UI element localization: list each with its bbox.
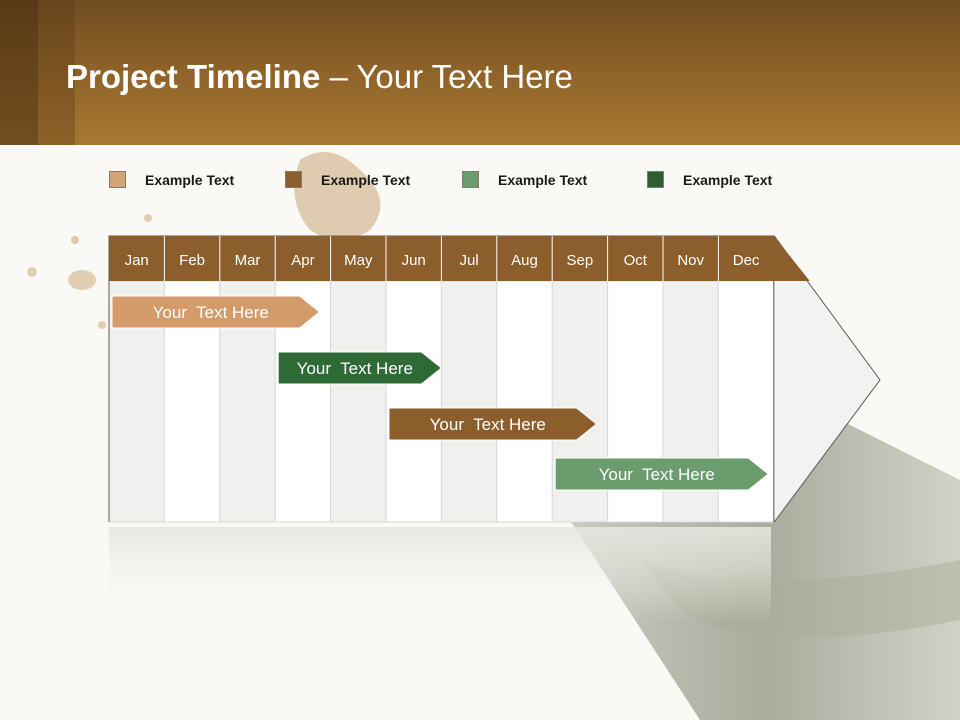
month-label: Nov xyxy=(677,252,704,269)
month-label: Oct xyxy=(624,252,648,269)
month-label: Dec xyxy=(733,252,760,269)
month-header-band xyxy=(109,236,810,281)
timeline-bar-label: Your Text Here xyxy=(599,465,715,484)
legend-swatch xyxy=(109,171,126,188)
legend-label: Example Text xyxy=(145,172,235,188)
month-label: Jul xyxy=(460,252,479,269)
timeline-bar xyxy=(388,407,598,441)
legend-label: Example Text xyxy=(498,172,588,188)
month-label: Jun xyxy=(402,252,426,269)
legend-swatch xyxy=(462,171,479,188)
month-label: Sep xyxy=(567,252,594,269)
title-bar-accent xyxy=(0,0,38,145)
timeline-bar xyxy=(111,295,321,329)
month-column xyxy=(440,280,498,523)
month-column xyxy=(385,280,442,523)
legend-swatch xyxy=(285,171,302,188)
legend-label: Example Text xyxy=(321,172,411,188)
slide-title-bold: Project Timeline xyxy=(66,58,321,95)
month-label: May xyxy=(344,252,373,269)
timeline-bar-label: Your Text Here xyxy=(430,415,546,434)
title-bar: Project Timeline – Your Text Here xyxy=(0,0,960,145)
legend-swatch xyxy=(647,171,664,188)
timeline-bar-label: Your Text Here xyxy=(153,303,269,322)
timeline-bar xyxy=(277,351,443,385)
month-label: Jan xyxy=(125,252,149,269)
month-label: Feb xyxy=(179,252,205,269)
timeline-bar-label: Your Text Here xyxy=(297,359,413,378)
month-label: Apr xyxy=(291,252,314,269)
month-column xyxy=(330,280,387,523)
month-label: Aug xyxy=(511,252,538,269)
slide-title-rest: – Your Text Here xyxy=(320,58,573,95)
slide-title: Project Timeline – Your Text Here xyxy=(66,58,573,96)
timeline-bar xyxy=(554,457,770,491)
title-bar-accent xyxy=(38,0,75,145)
legend-label: Example Text xyxy=(683,172,773,188)
month-column xyxy=(496,280,553,523)
month-label: Mar xyxy=(235,252,261,269)
